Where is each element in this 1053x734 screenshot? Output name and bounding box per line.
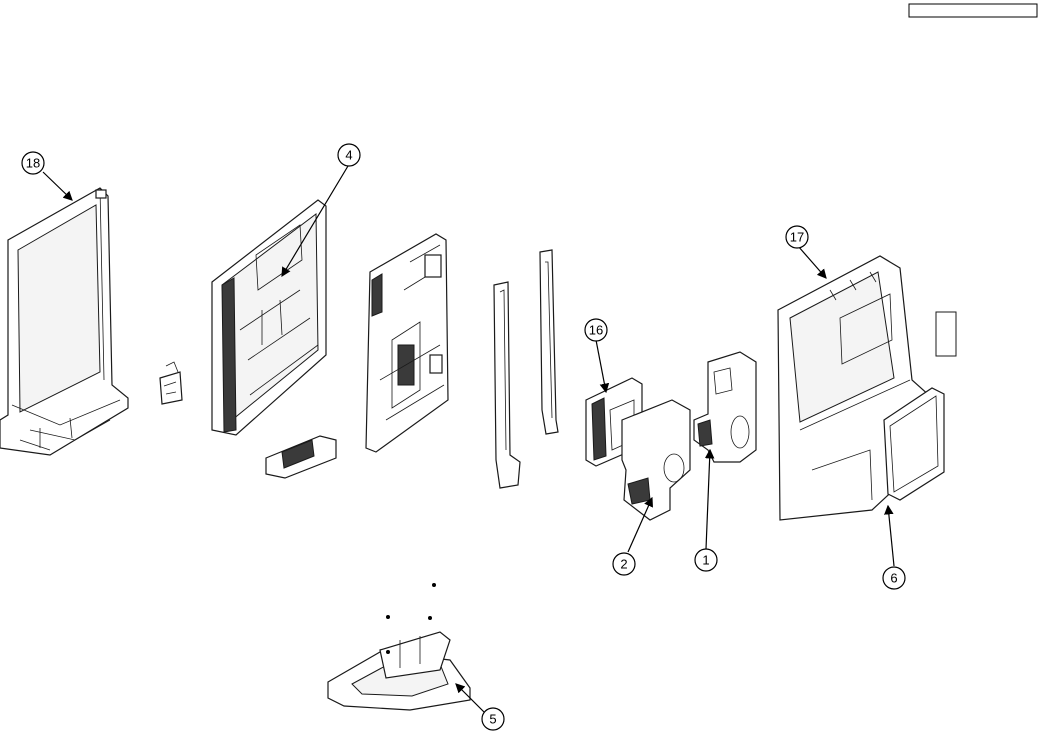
callout-label: 17 <box>790 230 804 245</box>
callout-label: 16 <box>589 323 603 338</box>
leader-16 <box>596 340 606 392</box>
callout-16: 16 <box>585 319 607 341</box>
page-label-box <box>909 4 1037 17</box>
callout-18: 18 <box>22 152 44 174</box>
callout-label: 2 <box>620 557 627 572</box>
label-plate <box>936 312 956 356</box>
callout-5: 5 <box>482 708 504 730</box>
callout-label: 6 <box>890 571 897 586</box>
strip-board-left <box>494 282 520 488</box>
callout-2: 2 <box>613 553 635 575</box>
speaker-right <box>694 352 756 462</box>
lcd-panel <box>212 200 326 435</box>
leader-6 <box>888 506 894 566</box>
main-board <box>366 234 448 452</box>
callout-label: 18 <box>26 156 40 171</box>
small-board <box>266 436 336 478</box>
callout-label: 5 <box>489 712 496 727</box>
callout-17: 17 <box>786 226 808 248</box>
stand <box>328 632 470 710</box>
callout-label: 4 <box>345 148 352 163</box>
callout-label: 1 <box>702 553 709 568</box>
callout-1: 1 <box>695 549 717 571</box>
strip-board-right <box>540 250 558 434</box>
callout-4: 4 <box>338 144 360 166</box>
leader-18 <box>43 172 72 200</box>
front-bezel <box>0 188 128 455</box>
callout-6: 6 <box>883 567 905 589</box>
leader-1 <box>706 450 710 549</box>
speaker-left <box>622 400 690 520</box>
leader-17 <box>798 246 826 278</box>
small-bracket <box>160 362 182 404</box>
